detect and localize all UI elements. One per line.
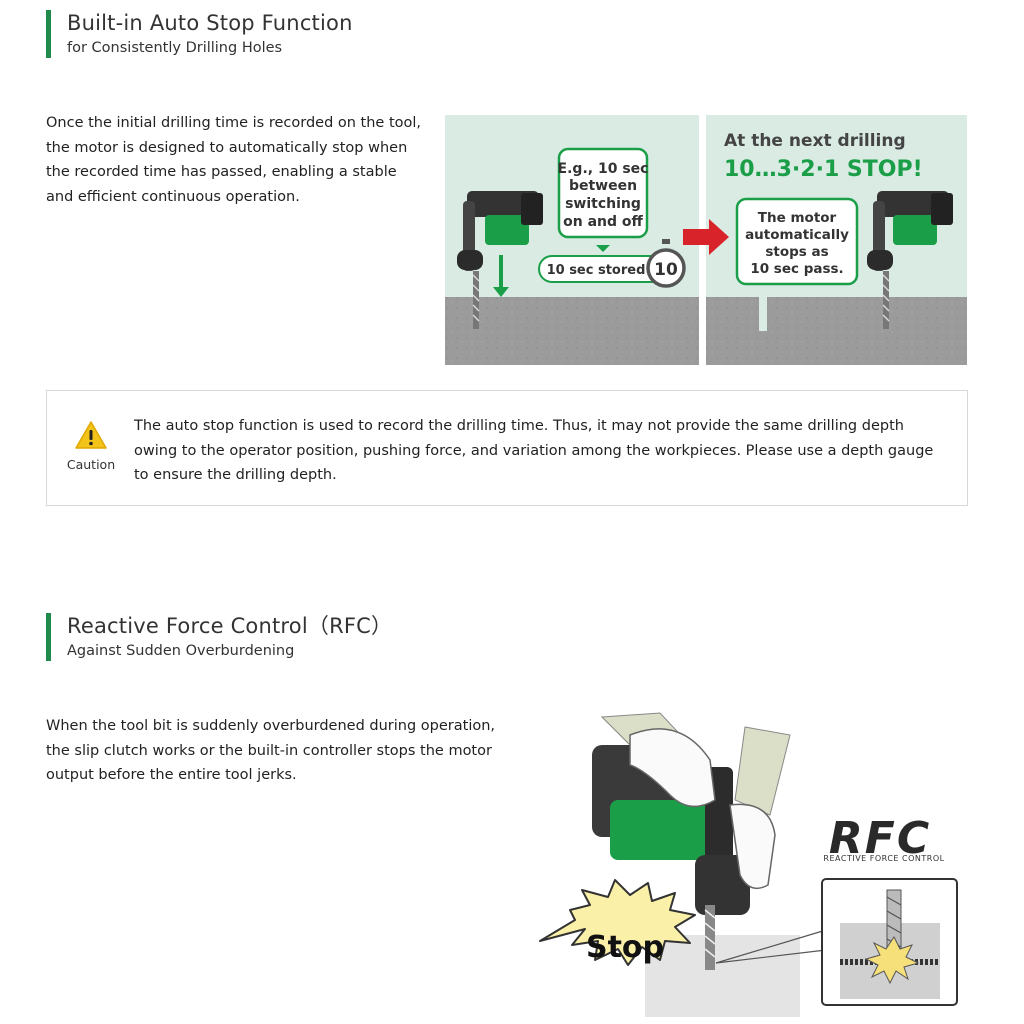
glove-right-icon — [729, 803, 776, 890]
next-drilling-heading: At the next drilling — [724, 131, 906, 151]
section-title: Built-in Auto Stop Function — [67, 11, 353, 35]
rfc-illustration: Stop RFC REACTIVE FORCE CONTROL — [539, 712, 958, 1017]
rfc-description: When the tool bit is suddenly overburden… — [46, 718, 496, 783]
section-subtitle: Against Sudden Overburdening — [67, 643, 295, 659]
inset-detail — [821, 878, 958, 1006]
impact-burst-icon — [864, 936, 920, 985]
auto-stop-illustration: E.g., 10 sec between switching on and of… — [445, 115, 967, 365]
box1-line-1: E.g., 10 sec — [558, 161, 649, 177]
section-subtitle: for Consistently Drilling Holes — [67, 40, 283, 56]
stop-burst-icon — [539, 879, 696, 966]
box2-line-3: stops as — [765, 244, 828, 260]
caution-notice: Caution The auto stop function is used t… — [46, 390, 968, 506]
warning-icon — [75, 421, 107, 449]
stored-label: 10 sec stored — [547, 263, 646, 278]
box2-line-1: The motor — [758, 210, 837, 226]
caution-icon-group: Caution — [61, 421, 121, 472]
drill-right-icon — [867, 191, 953, 329]
section-title: Reactive Force Control（RFC） — [67, 614, 393, 638]
glove-left-icon — [629, 728, 716, 808]
stop-label: Stop — [586, 930, 664, 965]
rfc-drill-icon — [592, 745, 750, 970]
section-heading-rfc: Reactive Force Control（RFC） Against Sudd… — [46, 613, 392, 661]
box2-line-4: 10 sec pass. — [750, 261, 843, 277]
stopwatch-icon: 10 — [646, 239, 686, 288]
arrow-right-icon — [683, 219, 729, 255]
timer-value: 10 — [654, 260, 678, 280]
rfc-logo-sub: REACTIVE FORCE CONTROL — [823, 854, 944, 863]
countdown-text: 10…3·2·1 STOP! — [724, 157, 923, 182]
auto-stop-description: Once the initial drilling time is record… — [46, 115, 422, 205]
box1-line-2: between — [569, 178, 637, 194]
section-heading-auto-stop: Built-in Auto Stop Function for Consiste… — [46, 10, 353, 58]
box2-line-2: automatically — [745, 227, 849, 243]
box1-line-4: on and off — [563, 214, 643, 230]
caution-text: The auto stop function is used to record… — [134, 418, 934, 483]
drill-left-icon — [457, 191, 543, 329]
caution-label: Caution — [66, 457, 116, 472]
box1-line-3: switching — [565, 196, 641, 212]
rfc-logo: RFC — [829, 813, 931, 864]
